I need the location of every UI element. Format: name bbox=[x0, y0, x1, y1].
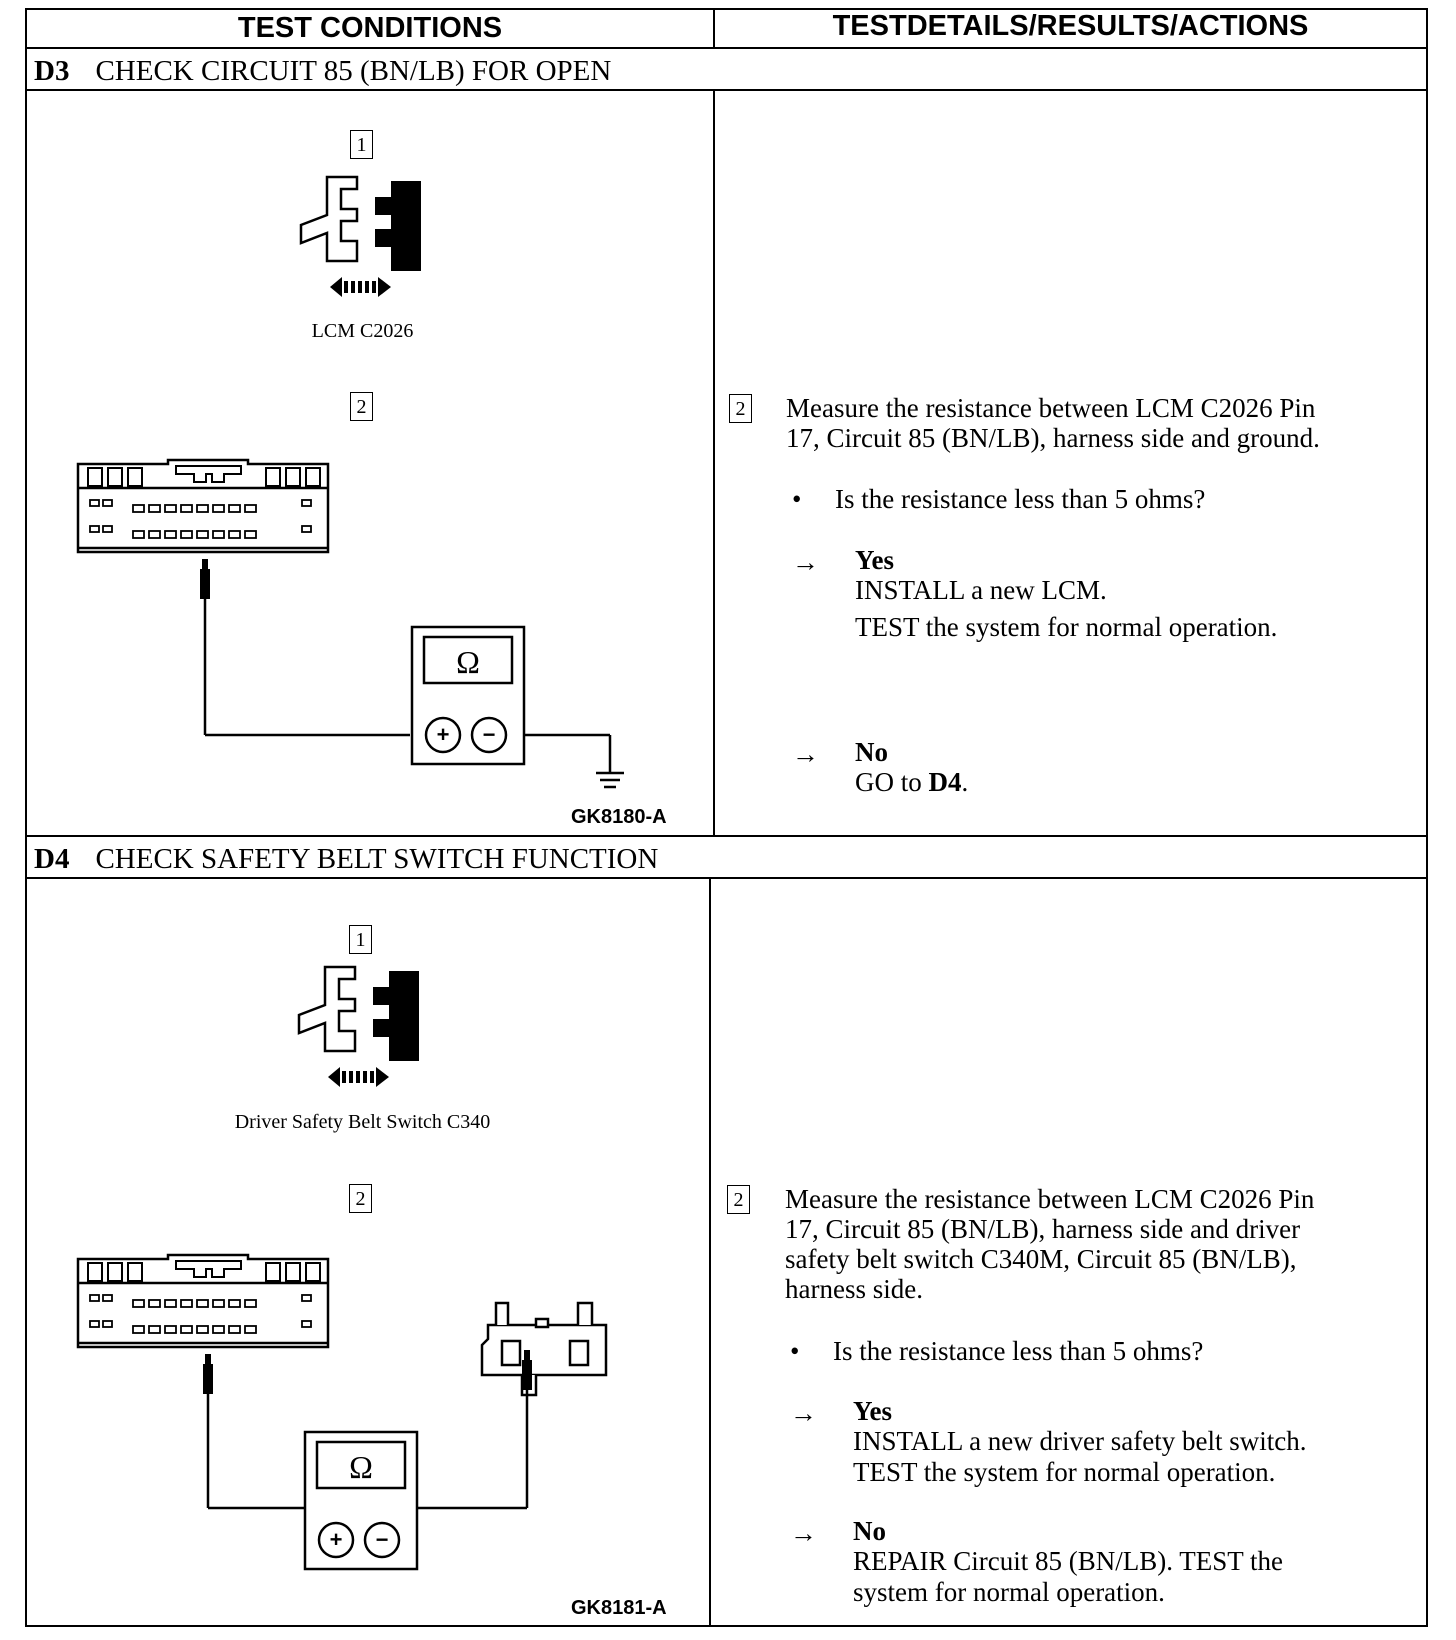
yes-action-line: TEST the system for normal operation. bbox=[855, 612, 1278, 642]
yes-action-line: INSTALL a new driver safety belt switch. bbox=[853, 1426, 1307, 1456]
yes-action-line: TEST the system for normal operation. bbox=[853, 1457, 1276, 1487]
figure-id: GK8181-A bbox=[571, 1597, 667, 1619]
step-title-d3: D3 CHECK CIRCUIT 85 (BN/LB) FOR OPEN bbox=[34, 51, 611, 91]
minus-terminal-icon: − bbox=[482, 722, 496, 747]
no-action-line: GO to D4. bbox=[855, 767, 968, 798]
ohm-symbol: Ω bbox=[456, 644, 480, 680]
ohmmeter-wiring-diagram bbox=[203, 1350, 532, 1510]
instruction-text: Measure the resistance between LCM C2026… bbox=[785, 1184, 1405, 1304]
question-text: Is the resistance less than 5 ohms? bbox=[835, 484, 1206, 514]
lcm-connector-icon bbox=[76, 458, 330, 554]
connector-label: Driver Safety Belt Switch C340 bbox=[234, 1111, 491, 1133]
instruction-line: harness side. bbox=[785, 1274, 923, 1304]
yes-answer: Yes INSTALL a new LCM. TEST the system f… bbox=[855, 545, 1277, 643]
header-test-details: TESTDETAILS/RESULTS/ACTIONS bbox=[832, 10, 1309, 42]
figure-id: GK8180-A bbox=[571, 806, 667, 828]
connector-label: LCM C2026 bbox=[311, 320, 414, 342]
disconnect-connector-icon bbox=[297, 965, 419, 1087]
ohmmeter-icon bbox=[303, 1430, 419, 1571]
disconnect-connector-icon bbox=[299, 175, 421, 297]
ohmmeter-wiring-diagram bbox=[200, 559, 624, 789]
question-text: Is the resistance less than 5 ohms? bbox=[833, 1336, 1204, 1366]
yes-label: Yes bbox=[853, 1396, 892, 1426]
instruction-line: Measure the resistance between LCM C2026… bbox=[786, 393, 1316, 423]
instruction-line: safety belt switch C340M, Circuit 85 (BN… bbox=[785, 1244, 1297, 1274]
instruction-line: Measure the resistance between LCM C2026… bbox=[785, 1184, 1315, 1214]
header-test-conditions: TEST CONDITIONS bbox=[237, 12, 503, 44]
goto-link[interactable]: D4 bbox=[928, 767, 962, 797]
plus-terminal-icon: + bbox=[436, 722, 450, 747]
no-prefix: GO to bbox=[855, 767, 929, 797]
ohm-symbol: Ω bbox=[349, 1449, 373, 1485]
no-answer: No GO to D4. bbox=[855, 737, 968, 798]
instruction-line: 17, Circuit 85 (BN/LB), harness side and… bbox=[785, 1214, 1301, 1244]
step-title-text: CHECK CIRCUIT 85 (BN/LB) FOR OPEN bbox=[95, 55, 612, 87]
no-label: No bbox=[855, 737, 888, 767]
arrow-icon: → bbox=[792, 547, 819, 577]
step-title-text: CHECK SAFETY BELT SWITCH FUNCTION bbox=[95, 843, 659, 875]
minus-terminal-icon: − bbox=[375, 1527, 389, 1552]
no-label: No bbox=[853, 1516, 886, 1546]
step-number-box: 1 bbox=[349, 925, 372, 954]
instruction-line: 17, Circuit 85 (BN/LB), harness side and… bbox=[786, 423, 1320, 453]
yes-action-line: INSTALL a new LCM. bbox=[855, 575, 1107, 605]
yes-answer: Yes INSTALL a new driver safety belt swi… bbox=[853, 1396, 1306, 1488]
step-number-box: 1 bbox=[350, 130, 373, 159]
yes-label: Yes bbox=[855, 545, 894, 575]
lcm-connector-icon bbox=[76, 1253, 330, 1349]
ohmmeter-icon bbox=[410, 625, 526, 766]
arrow-icon: → bbox=[790, 1518, 817, 1548]
instruction-text: Measure the resistance between LCM C2026… bbox=[786, 393, 1406, 453]
step-id: D3 bbox=[34, 55, 70, 87]
no-action-line: REPAIR Circuit 85 (BN/LB). TEST the bbox=[853, 1546, 1284, 1576]
step-title-d4: D4 CHECK SAFETY BELT SWITCH FUNCTION bbox=[34, 839, 658, 879]
plus-terminal-icon: + bbox=[329, 1527, 343, 1552]
no-suffix: . bbox=[961, 767, 969, 797]
step-number-box: 2 bbox=[727, 1185, 750, 1214]
step-number-box: 2 bbox=[729, 394, 752, 423]
arrow-icon: → bbox=[790, 1398, 817, 1428]
no-answer: No REPAIR Circuit 85 (BN/LB). TEST the s… bbox=[853, 1516, 1283, 1608]
arrow-icon: → bbox=[792, 739, 819, 769]
bullet-icon: • bbox=[790, 1336, 800, 1366]
bullet-icon: • bbox=[792, 484, 802, 514]
step-number-box: 2 bbox=[350, 392, 373, 421]
no-action-line: system for normal operation. bbox=[853, 1577, 1165, 1607]
step-number-box: 2 bbox=[349, 1184, 372, 1213]
step-id: D4 bbox=[34, 843, 70, 875]
